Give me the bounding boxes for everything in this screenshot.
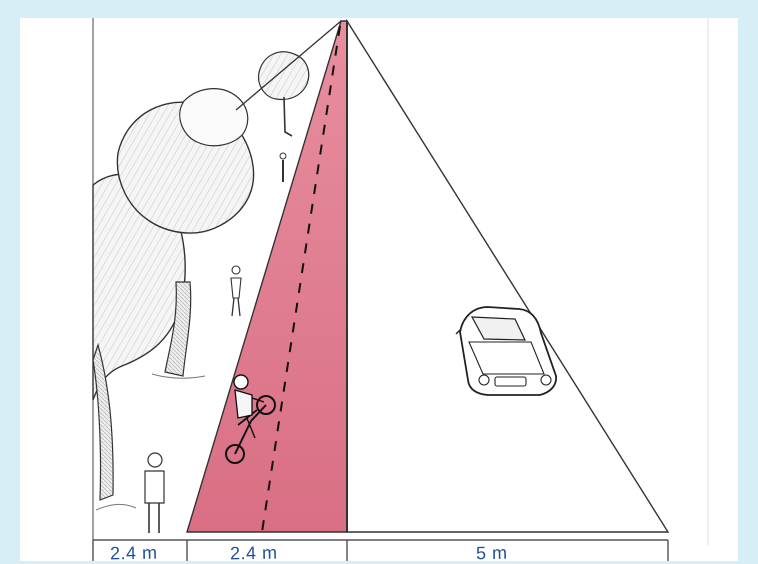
- car: [456, 307, 556, 395]
- road-surface: [347, 21, 668, 532]
- pedestrian-near: [145, 453, 164, 533]
- pedestrian-far: [280, 153, 286, 182]
- scale-bar: [93, 540, 668, 561]
- pedestrian-middle: [231, 266, 241, 316]
